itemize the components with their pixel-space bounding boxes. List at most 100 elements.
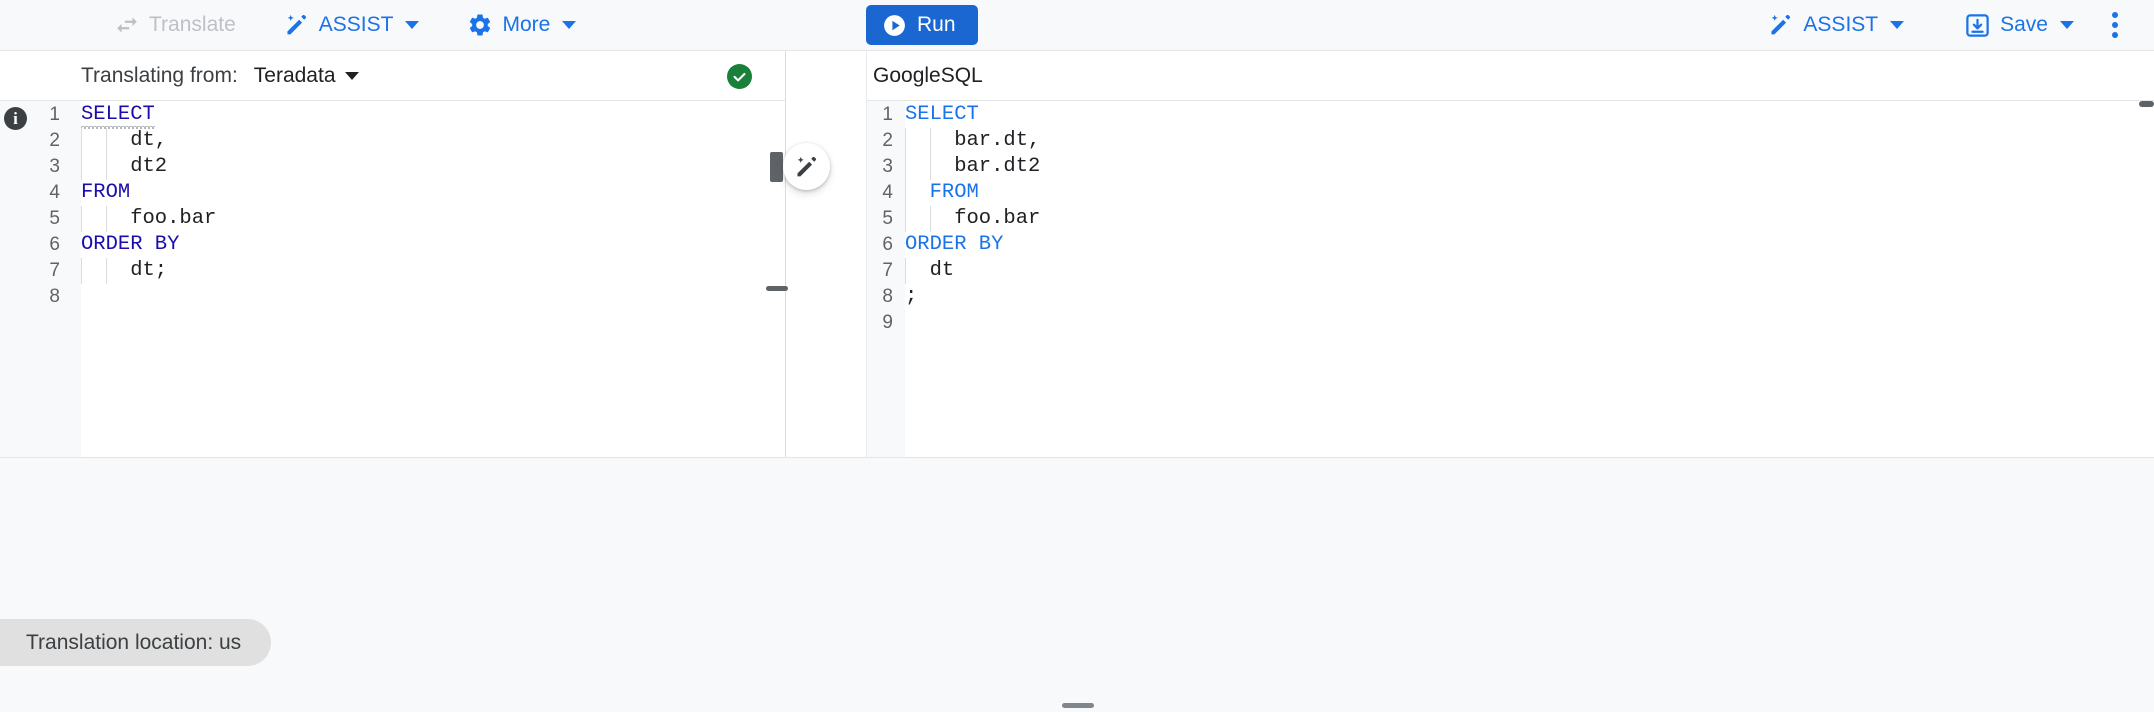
sql-keyword: SELECT xyxy=(81,103,155,126)
assist-left-label: ASSIST xyxy=(318,13,394,36)
code-line[interactable]: 3 bar.dt2 xyxy=(867,154,2154,180)
line-number: 3 xyxy=(882,156,893,177)
source-horizontal-scrollbar[interactable] xyxy=(766,286,788,291)
code-line[interactable]: 7 dt; xyxy=(0,258,785,284)
line-number: 4 xyxy=(882,182,893,203)
code-text: dt, xyxy=(81,129,168,152)
sql-keyword: ORDER BY xyxy=(81,233,180,256)
pane-divider xyxy=(785,51,786,457)
chevron-down-icon xyxy=(1890,21,1905,29)
code-line[interactable]: 1 SELECT xyxy=(0,102,785,129)
target-vertical-scrollbar[interactable] xyxy=(2139,101,2154,107)
translation-location-label: Translation location: us xyxy=(26,630,242,654)
translating-from-label: Translating from: xyxy=(81,63,238,87)
code-text: foo.bar xyxy=(905,207,1041,230)
line-number: 1 xyxy=(49,104,60,125)
code-line[interactable]: 2 dt, xyxy=(0,128,785,154)
pane-gap xyxy=(786,51,866,457)
toolbar-right-group: Run ASSIST xyxy=(786,0,2154,50)
translation-location-badge: Translation location: us xyxy=(0,619,272,666)
bottom-resize-handle[interactable] xyxy=(1062,703,1094,708)
line-number: 9 xyxy=(882,312,893,333)
run-button[interactable]: Run xyxy=(866,5,978,45)
save-button[interactable]: Save xyxy=(1958,8,2080,43)
code-line[interactable]: 2 bar.dt, xyxy=(867,128,2154,154)
source-dialect-value: Teradata xyxy=(253,63,336,87)
code-text: ; xyxy=(905,285,918,308)
indent-guide xyxy=(105,206,107,232)
line-number: 2 xyxy=(882,130,893,151)
code-text: bar.dt, xyxy=(905,129,1041,152)
target-dialect-selector[interactable]: GoogleSQL xyxy=(873,64,983,88)
line-number: 8 xyxy=(49,286,60,307)
save-label: Save xyxy=(2000,13,2048,36)
bottom-panel: Translation location: us xyxy=(0,457,2154,712)
line-number: 7 xyxy=(882,260,893,281)
swap-horizontal-icon xyxy=(114,12,140,38)
sql-keyword: FROM xyxy=(81,181,131,204)
code-line[interactable]: 5 foo.bar xyxy=(0,206,785,232)
code-line[interactable]: 3 dt2 xyxy=(0,154,785,180)
chevron-down-icon xyxy=(405,21,420,29)
error-squiggle xyxy=(81,125,155,129)
code-line[interactable]: 4 FROM xyxy=(867,180,2154,206)
code-text: dt2 xyxy=(81,155,168,178)
code-line[interactable]: 6 ORDER BY xyxy=(0,232,785,258)
source-dialect-selector[interactable]: Teradata xyxy=(254,64,359,88)
source-gutter xyxy=(0,101,81,457)
code-line[interactable]: 8 xyxy=(0,284,785,310)
code-line[interactable]: 5 foo.bar xyxy=(867,206,2154,232)
indent-guide xyxy=(929,128,931,154)
run-label: Run xyxy=(917,13,956,36)
line-number: 6 xyxy=(882,234,893,255)
magic-pen-icon xyxy=(1768,12,1794,38)
code-line[interactable]: 9 xyxy=(867,310,2154,336)
magic-pen-icon xyxy=(794,154,820,180)
indent-guide xyxy=(905,180,906,206)
indent-guide xyxy=(81,206,82,232)
line-number: 8 xyxy=(882,286,893,307)
target-pane-header: GoogleSQL xyxy=(867,51,2154,101)
indent-guide xyxy=(929,154,931,180)
kebab-menu-icon[interactable] xyxy=(2098,5,2132,45)
assist-right-button[interactable]: ASSIST xyxy=(1762,8,1910,42)
assist-right-label: ASSIST xyxy=(1803,13,1879,36)
split-resize-handle[interactable] xyxy=(770,152,783,182)
sql-keyword: SELECT xyxy=(905,103,979,126)
more-button[interactable]: More xyxy=(461,8,582,42)
line-number: 7 xyxy=(49,260,60,281)
magic-pen-icon xyxy=(284,12,310,38)
code-text: dt; xyxy=(81,259,168,282)
translate-label: Translate xyxy=(149,13,236,36)
code-text: dt xyxy=(905,259,955,282)
more-label: More xyxy=(502,13,551,36)
indent-guide xyxy=(929,206,931,232)
code-text: bar.dt2 xyxy=(905,155,1041,178)
source-pane-header: Translating from: Teradata xyxy=(0,51,785,101)
indent-guide xyxy=(105,154,107,180)
code-line[interactable]: 7 dt xyxy=(867,258,2154,284)
chevron-down-icon xyxy=(562,21,577,29)
indent-guide xyxy=(81,258,82,284)
assist-left-button[interactable]: ASSIST xyxy=(278,8,426,42)
line-number: 6 xyxy=(49,234,60,255)
info-icon[interactable]: i xyxy=(4,107,27,130)
indent-guide xyxy=(905,206,906,232)
indent-guide xyxy=(905,154,906,180)
indent-guide xyxy=(81,128,82,154)
code-text: foo.bar xyxy=(81,207,217,230)
toolbar-left-group: Translate ASSIST More xyxy=(0,0,785,50)
magic-edit-button[interactable] xyxy=(783,143,830,190)
code-line[interactable]: 8; xyxy=(867,284,2154,310)
translate-button[interactable]: Translate xyxy=(108,8,242,42)
target-gutter xyxy=(867,101,905,457)
gear-icon xyxy=(467,12,493,38)
indent-guide xyxy=(905,258,906,284)
